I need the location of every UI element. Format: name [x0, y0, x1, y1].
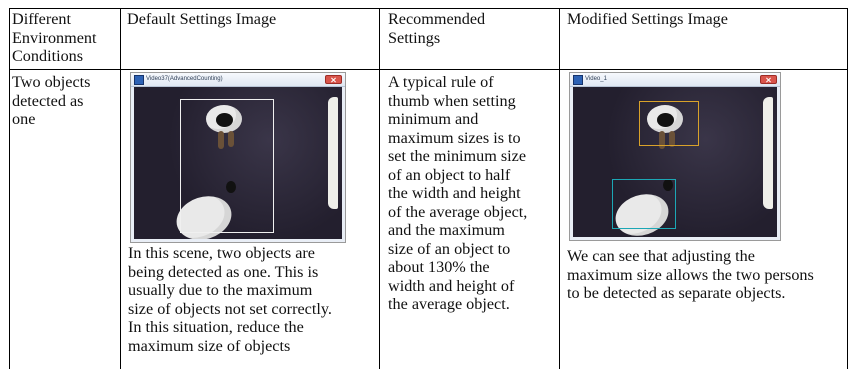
- top-person-head: [657, 113, 674, 127]
- table-column-divider-3: [559, 8, 560, 369]
- white-wall-shape: [328, 97, 338, 209]
- default-caption: In this scene, two objects are being det…: [128, 244, 332, 355]
- top-person-leg-2: [228, 131, 234, 147]
- default-screenshot-titlebar: Video37(AdvancedCounting): [131, 73, 345, 87]
- single-detection-box: [180, 99, 274, 233]
- modified-screenshot-title: Video_1: [585, 76, 607, 82]
- modified-video-frame: [573, 87, 777, 237]
- default-settings-screenshot: Video37(AdvancedCounting): [130, 72, 346, 243]
- bottom-person-detection-box: [612, 179, 676, 229]
- close-icon: [760, 75, 777, 84]
- top-person-leg: [659, 131, 665, 149]
- condition-text: Two objects detected as one: [12, 73, 91, 128]
- header-default-settings-image: Default Settings Image: [127, 10, 277, 28]
- table-top-border: [9, 8, 848, 9]
- header-different-environment-conditions: Different Environment Conditions: [12, 10, 97, 65]
- header-modified-settings-image: Modified Settings Image: [567, 10, 728, 28]
- top-person-leg-2: [669, 131, 675, 147]
- default-video-frame: [134, 87, 342, 239]
- close-icon: [325, 75, 342, 84]
- modified-screenshot-titlebar: Video_1: [570, 73, 780, 87]
- bottom-person-head: [226, 181, 236, 193]
- table-column-divider-2: [379, 8, 380, 369]
- video-app-icon: [134, 75, 144, 85]
- top-person-head: [216, 113, 233, 127]
- bottom-person-head: [663, 179, 673, 191]
- header-recommended-settings: Recommended Settings: [388, 10, 486, 47]
- top-person-leg: [218, 131, 224, 149]
- default-screenshot-title: Video37(AdvancedCounting): [146, 76, 223, 82]
- modified-settings-screenshot: Video_1: [569, 72, 781, 241]
- top-person-detection-box: [639, 101, 699, 146]
- table-right-border: [847, 8, 848, 369]
- settings-table: Different Environment Conditions Default…: [9, 8, 848, 369]
- modified-caption: We can see that adjusting the maximum si…: [567, 247, 814, 302]
- video-app-icon: [573, 75, 583, 85]
- table-left-border: [9, 8, 10, 369]
- white-wall-shape: [763, 97, 773, 209]
- table-header-divider: [9, 69, 848, 70]
- table-column-divider-1: [120, 8, 121, 369]
- recommended-settings-text: A typical rule of thumb when setting min…: [388, 73, 528, 313]
